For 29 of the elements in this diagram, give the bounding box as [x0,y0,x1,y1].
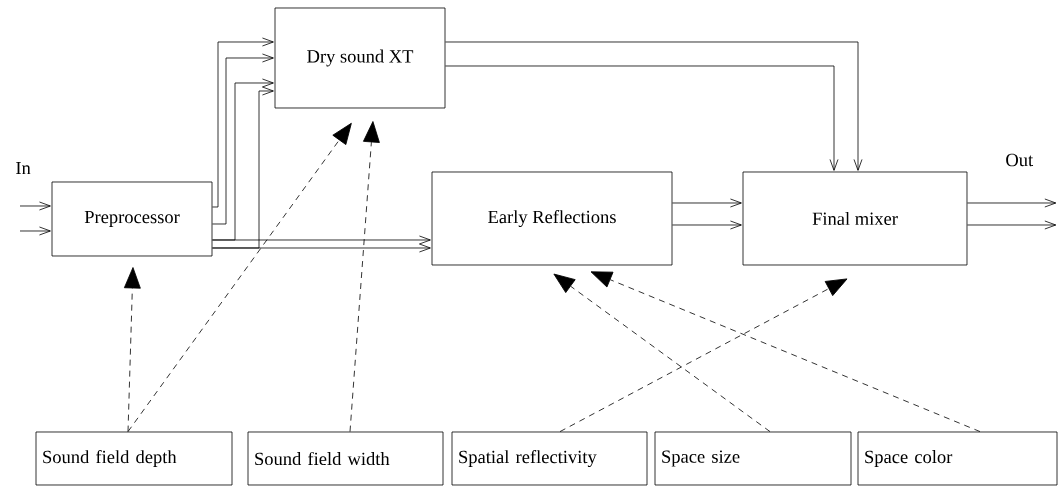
parameter-box: Spatial reflectivity [451,431,648,486]
signal-arrow [967,198,1057,208]
signal-arrow [445,65,839,171]
signal-arrow [212,243,431,253]
control-arrow [559,278,848,432]
control-arrow [349,121,380,432]
signal-arrow [19,226,51,236]
control-arrow [553,273,771,432]
io-label: In [16,161,31,175]
signal-arrow [672,220,742,230]
signal-arrow [212,37,274,208]
signal-arrow [19,201,51,211]
signal-arrow [445,41,863,171]
signal-arrow [212,235,431,245]
process-box: Preprocessor [51,181,213,257]
parameter-box: Space color [857,431,1058,486]
control-arrow [123,267,141,432]
signal-arrow [967,220,1057,230]
parameter-box: Space size [654,431,852,486]
io-label: Out [1006,153,1034,167]
parameter-box: Sound field width [247,431,444,486]
control-arrow [127,122,352,432]
process-box: Dry sound XT [274,7,446,109]
parameter-box: Sound field depth [35,431,233,486]
process-box: Early Reflections [431,171,673,266]
process-box: Final mixer [742,171,968,266]
signal-arrow [672,198,742,208]
control-arrow [590,271,981,432]
signal-arrow [212,53,274,225]
